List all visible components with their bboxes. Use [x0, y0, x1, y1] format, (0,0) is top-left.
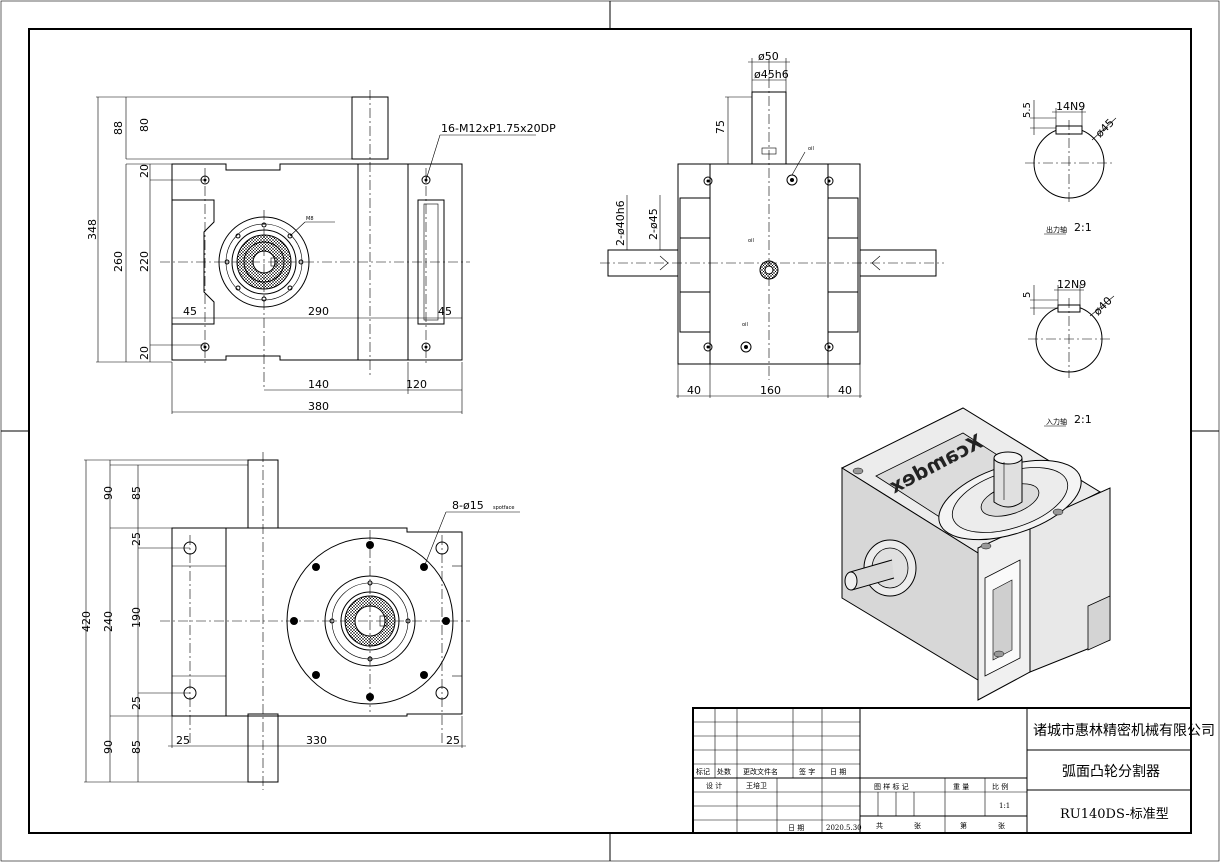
svg-text:14N9: 14N9 — [1056, 100, 1085, 113]
svg-text:oil: oil — [748, 238, 754, 244]
side-view: oil oil oil ø50 ø45h6 75 2-ø40h6 2-ø45 4… — [600, 50, 944, 398]
scale-value: 1:1 — [999, 802, 1010, 810]
svg-text:图 样 标 记: 图 样 标 记 — [874, 782, 909, 791]
keyway-details: 14N9 5.5 ø45 出力轴 2:1 12N9 5 ø40 入力轴 2:1 — [1022, 100, 1117, 427]
svg-text:5: 5 — [1022, 292, 1033, 298]
svg-text:入力轴: 入力轴 — [1046, 417, 1067, 426]
isometric-view: Xcamdex — [840, 407, 1111, 701]
svg-text:220: 220 — [138, 251, 151, 272]
svg-text:2-ø45: 2-ø45 — [647, 208, 660, 240]
svg-text:380: 380 — [308, 400, 329, 413]
svg-text:M8: M8 — [306, 216, 314, 222]
svg-text:张: 张 — [914, 821, 921, 830]
thread-note: 16-M12xP1.75x20DP — [441, 122, 556, 135]
svg-text:330: 330 — [306, 734, 327, 747]
model-number: RU140DS-标准型 — [1060, 807, 1169, 822]
svg-text:40: 40 — [838, 384, 852, 397]
svg-text:12N9: 12N9 — [1057, 278, 1086, 291]
svg-text:20: 20 — [138, 346, 151, 360]
svg-text:日 期: 日 期 — [830, 768, 846, 776]
product-name: 弧面凸轮分割器 — [1062, 763, 1160, 780]
drawing-date: 2020.5.30 — [826, 824, 862, 832]
svg-text:ø40: ø40 — [1091, 294, 1115, 318]
svg-text:260: 260 — [112, 251, 125, 272]
front-view: M8 16-M12xP1.75x20DP 88 80 348 20 260 22… — [86, 90, 556, 414]
svg-text:2:1: 2:1 — [1074, 413, 1092, 426]
svg-text:88: 88 — [112, 121, 125, 135]
hole-note: 8-ø15 — [452, 499, 484, 512]
svg-text:25: 25 — [446, 734, 460, 747]
title-block: 标记 处数 更改文件名 签 字 日 期 设 计 王培卫 日 期 2020.5.3… — [692, 707, 1215, 834]
svg-text:设 计: 设 计 — [706, 781, 722, 790]
svg-text:更改文件名: 更改文件名 — [743, 767, 778, 776]
svg-text:oil: oil — [742, 322, 748, 328]
svg-text:5.5: 5.5 — [1022, 102, 1033, 118]
svg-text:45: 45 — [438, 305, 452, 318]
svg-text:160: 160 — [760, 384, 781, 397]
svg-text:40: 40 — [687, 384, 701, 397]
svg-text:ø50: ø50 — [758, 50, 779, 63]
svg-text:25: 25 — [130, 532, 143, 546]
svg-text:出力轴: 出力轴 — [1046, 225, 1067, 234]
svg-text:90: 90 — [102, 486, 115, 500]
svg-text:120: 120 — [406, 378, 427, 391]
svg-text:290: 290 — [308, 305, 329, 318]
svg-text:spotface: spotface — [493, 505, 514, 511]
svg-text:标记: 标记 — [696, 767, 710, 776]
svg-text:75: 75 — [714, 120, 727, 134]
svg-text:签 字: 签 字 — [799, 767, 815, 776]
svg-text:85: 85 — [130, 486, 143, 500]
svg-text:25: 25 — [130, 696, 143, 710]
svg-text:190: 190 — [130, 607, 143, 628]
svg-text:2-ø40h6: 2-ø40h6 — [614, 200, 627, 246]
svg-text:420: 420 — [80, 611, 93, 632]
svg-text:共: 共 — [876, 821, 883, 830]
svg-text:张: 张 — [998, 821, 1005, 830]
svg-text:25: 25 — [176, 734, 190, 747]
svg-text:45: 45 — [183, 305, 197, 318]
svg-text:2:1: 2:1 — [1074, 221, 1092, 234]
svg-text:85: 85 — [130, 740, 143, 754]
svg-text:处数: 处数 — [717, 767, 731, 776]
svg-text:重 量: 重 量 — [953, 783, 969, 791]
top-view: 8-ø15 spotface 90 85 25 420 240 190 25 9… — [80, 452, 520, 790]
svg-text:140: 140 — [308, 378, 329, 391]
svg-text:ø45: ø45 — [1093, 116, 1117, 140]
svg-text:80: 80 — [138, 118, 151, 132]
svg-text:20: 20 — [138, 164, 151, 178]
svg-text:oil: oil — [808, 146, 814, 152]
svg-text:240: 240 — [102, 611, 115, 632]
svg-text:90: 90 — [102, 740, 115, 754]
company-name: 诸城市惠林精密机械有限公司 — [1033, 722, 1215, 739]
svg-text:第: 第 — [960, 821, 967, 830]
svg-text:比 例: 比 例 — [992, 782, 1008, 791]
designer-name: 王培卫 — [746, 781, 767, 790]
svg-text:348: 348 — [86, 219, 99, 240]
svg-text:ø45h6: ø45h6 — [754, 68, 789, 81]
svg-text:日 期: 日 期 — [788, 824, 804, 832]
